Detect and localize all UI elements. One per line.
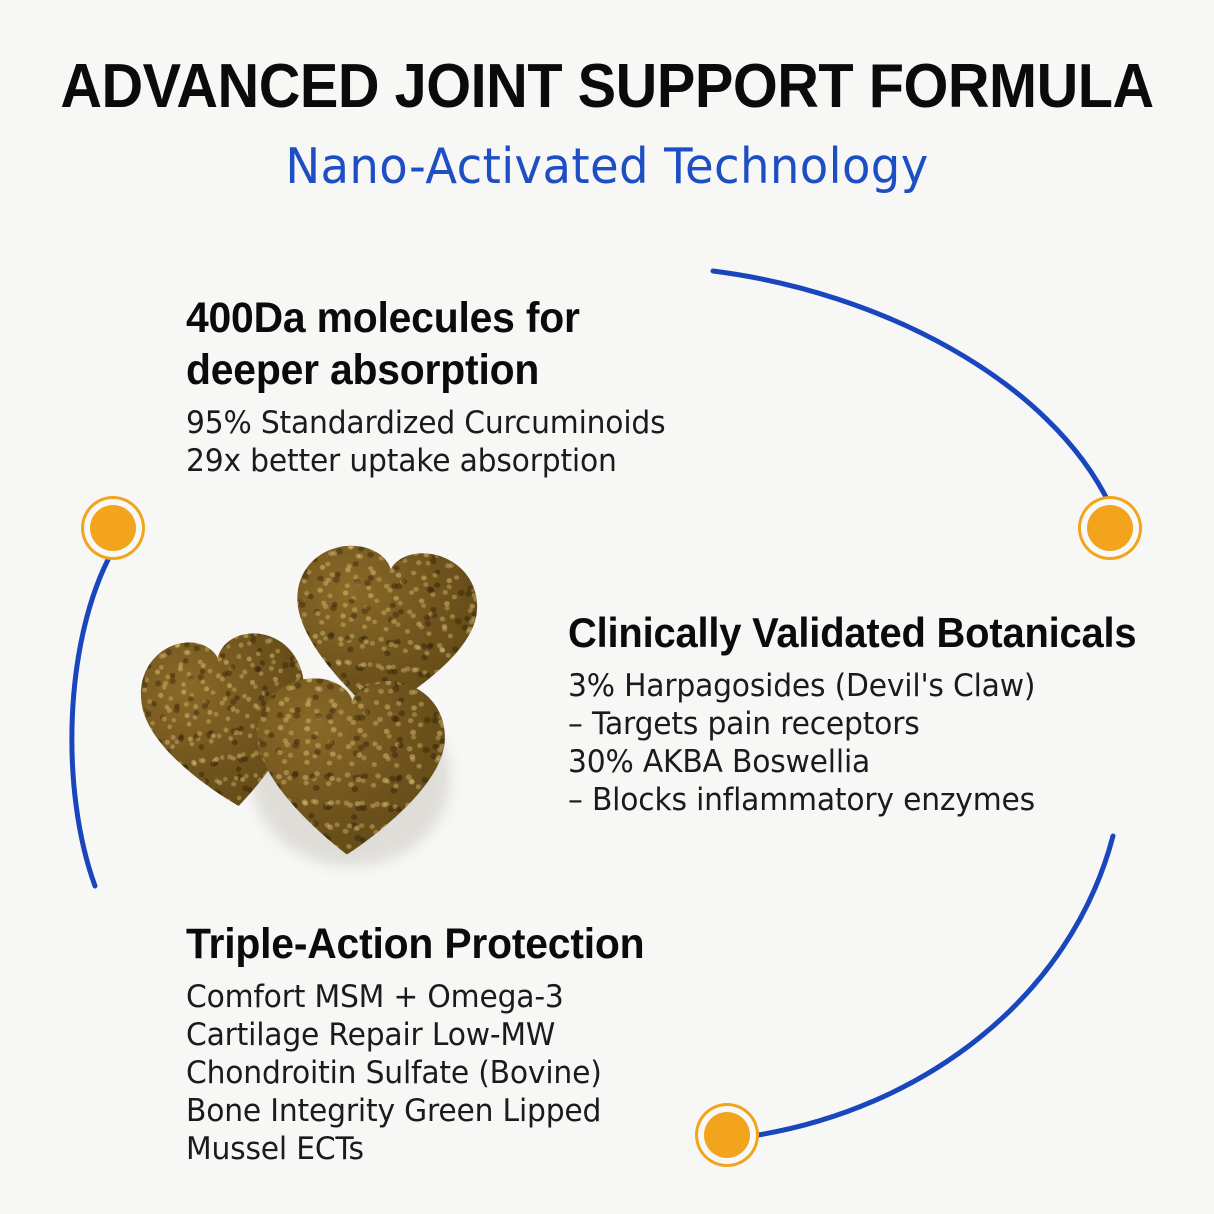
feature-body-absorption: 95% Standardized Curcuminoids 29x better…: [186, 404, 666, 480]
feature-line: Comfort MSM + Omega-3: [186, 979, 564, 1015]
feature-block-absorption: 400Da molecules for deeper absorption 95…: [186, 292, 685, 480]
feature-line: 95% Standardized Curcuminoids: [186, 405, 666, 441]
feature-heading-line-1: Triple-Action Protection: [186, 920, 645, 968]
page-subtitle: Nano-Activated Technology: [285, 138, 929, 195]
treat-heart-front: [245, 670, 455, 865]
feature-heading-line-1: 400Da molecules for: [186, 294, 580, 342]
feature-heading-line-2: deeper absorption: [186, 346, 540, 394]
feature-body-protection: Comfort MSM + Omega-3 Cartilage Repair L…: [186, 978, 649, 1168]
feature-heading-line-1: Clinically Validated Botanicals: [568, 609, 1137, 656]
node-marker-protection[interactable]: [704, 1112, 750, 1158]
connector-top-right: [710, 268, 1113, 508]
feature-line: 3% Harpagosides (Devil's Claw): [568, 668, 1036, 704]
feature-line: 29x better uptake absorption: [186, 443, 617, 479]
node-marker-botanicals[interactable]: [1087, 505, 1133, 551]
feature-line: 30% AKBA Boswellia: [568, 744, 871, 780]
feature-line: Chondroitin Sulfate (Bovine): [186, 1055, 602, 1091]
node-marker-absorption[interactable]: [90, 505, 136, 551]
connector-left: [69, 549, 115, 889]
product-treats-image: [130, 540, 490, 866]
page-title: ADVANCED JOINT SUPPORT FORMULA: [60, 52, 1154, 121]
connector-bottom-right: [749, 833, 1116, 1139]
feature-line: – Blocks inflammatory enzymes: [568, 782, 1035, 818]
feature-block-botanicals: Clinically Validated Botanicals 3% Harpa…: [568, 607, 1166, 819]
feature-body-botanicals: 3% Harpagosides (Devil's Claw) – Targets…: [568, 667, 1142, 819]
feature-line: Mussel ECTs: [186, 1131, 364, 1167]
feature-block-protection: Triple-Action Protection Comfort MSM + O…: [186, 918, 669, 1168]
feature-line: Bone Integrity Green Lipped: [186, 1093, 602, 1129]
feature-line: – Targets pain receptors: [568, 706, 920, 742]
feature-line: Cartilage Repair Low-MW: [186, 1017, 556, 1053]
